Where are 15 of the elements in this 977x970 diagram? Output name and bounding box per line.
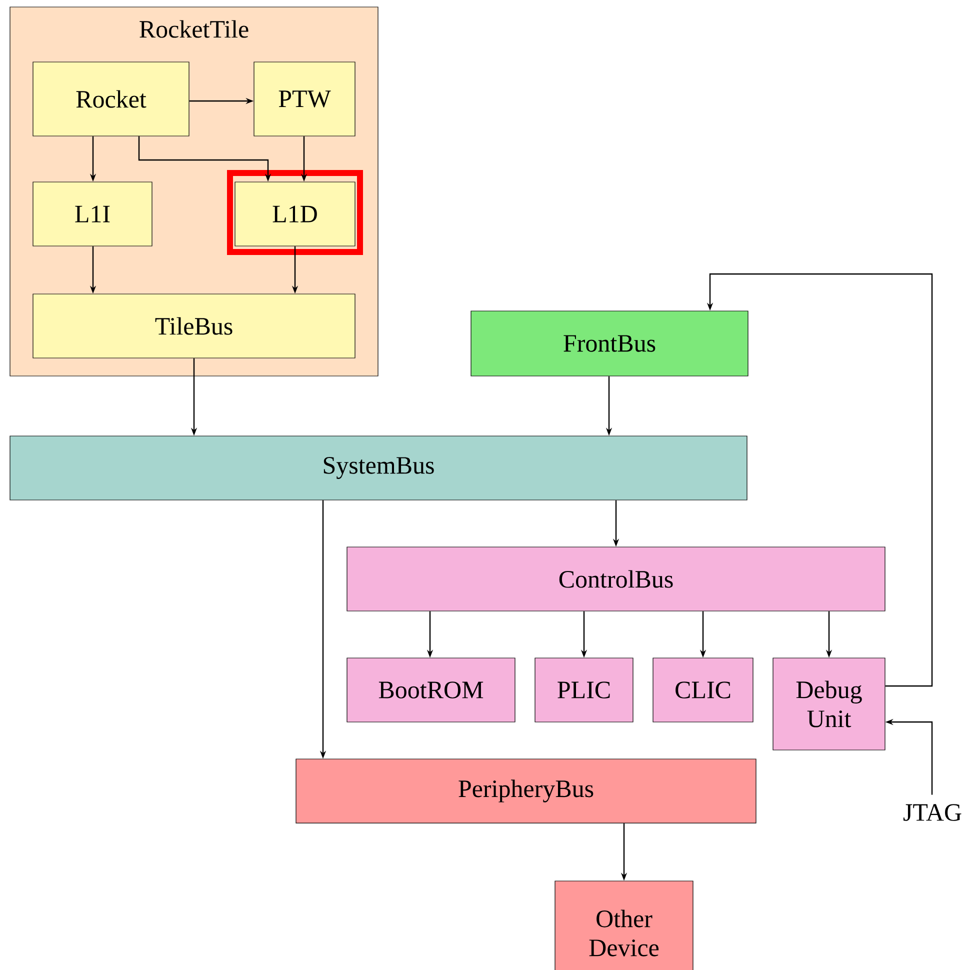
- bus-box: PeripheryBus: [296, 758, 756, 824]
- bus-box: TileBus: [32, 294, 356, 358]
- block-box: Other Device: [554, 880, 694, 970]
- bus-box: FrontBus: [470, 310, 748, 376]
- block-box: CLIC: [652, 658, 754, 722]
- block-box: L1D: [234, 182, 356, 246]
- bus-box: ControlBus: [346, 546, 886, 612]
- bus-box: SystemBus: [10, 436, 748, 500]
- port-label: JTAG: [903, 804, 962, 821]
- block-box: PLIC: [534, 658, 634, 722]
- block-box: L1I: [32, 182, 152, 246]
- block-box: BootROM: [346, 658, 516, 722]
- block-box: Debug Unit: [772, 658, 886, 750]
- block-box: PTW: [254, 62, 356, 136]
- block-box: Rocket: [32, 62, 190, 136]
